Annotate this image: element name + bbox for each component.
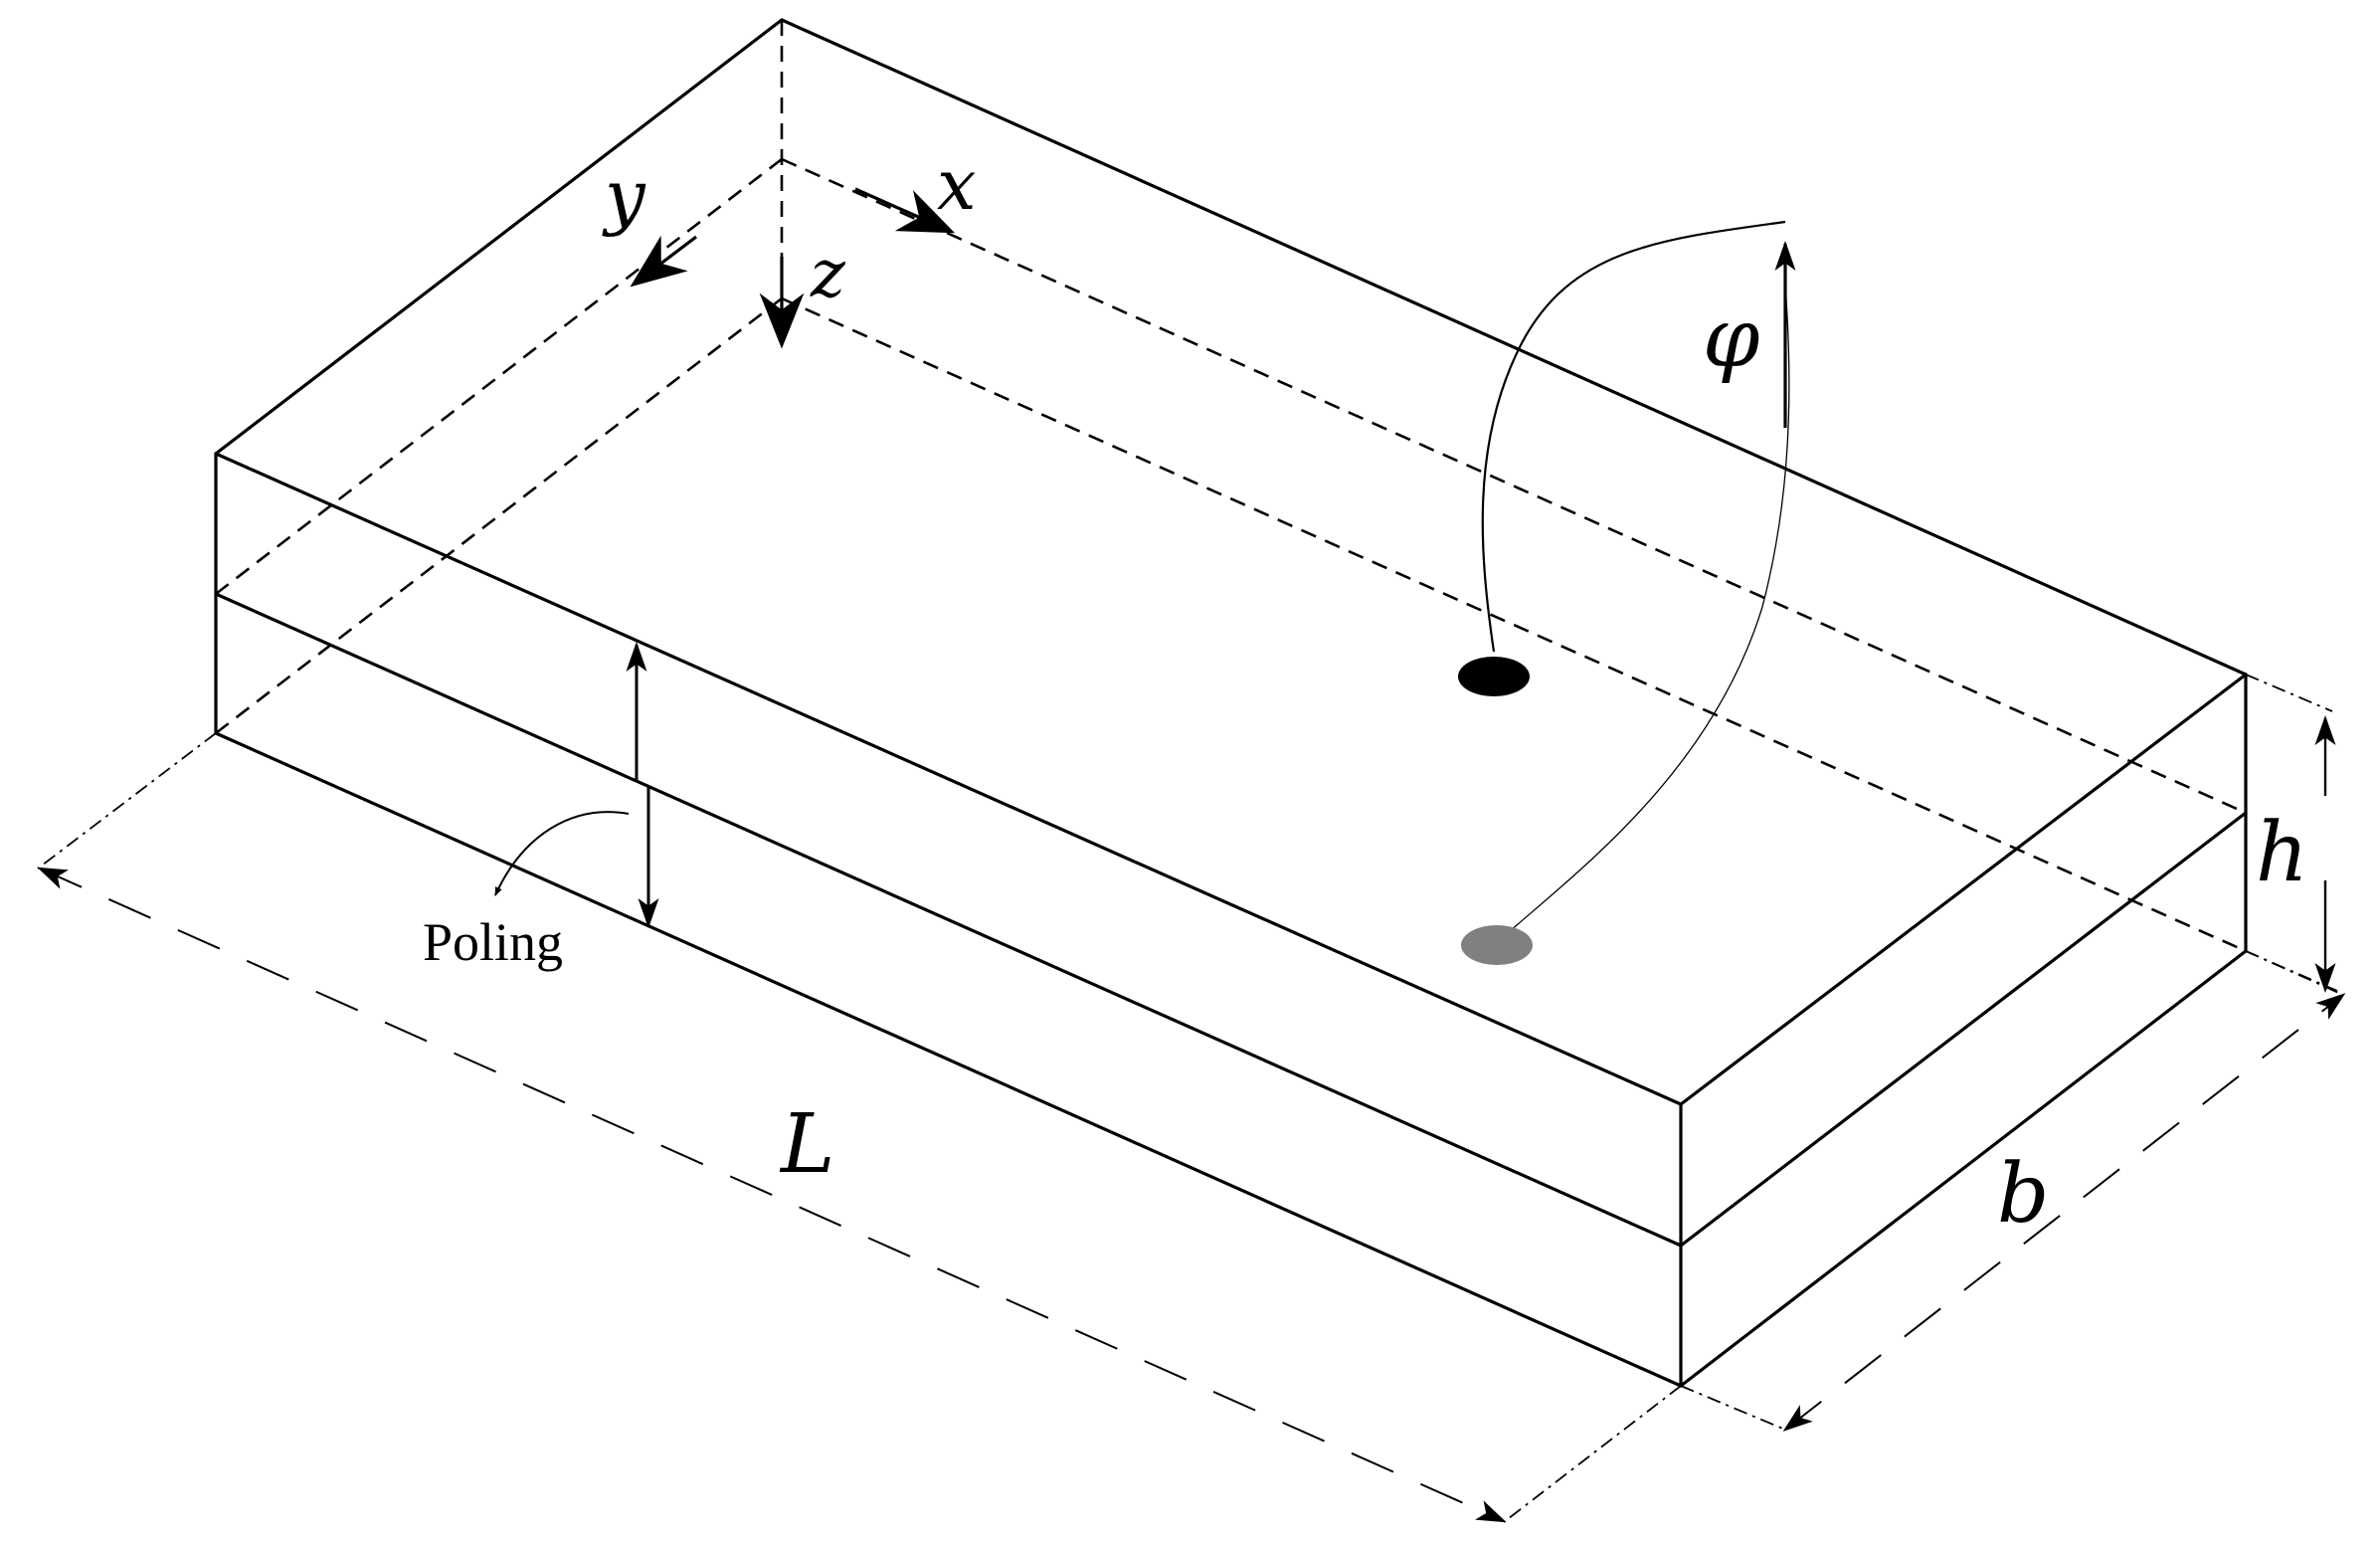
thickness-label: h bbox=[2256, 806, 2308, 900]
y-axis-arrow bbox=[630, 235, 697, 288]
hidden-edges bbox=[215, 20, 2247, 953]
x-axis-arrow bbox=[854, 187, 956, 234]
top-back-edge bbox=[214, 18, 784, 456]
hidden-mid-back-left bbox=[215, 157, 783, 596]
coordinate-axes bbox=[630, 187, 956, 349]
thickness-dimension bbox=[2245, 674, 2338, 993]
top-right-edge bbox=[780, 18, 2248, 676]
beam-outline bbox=[214, 18, 2248, 1388]
length-extension-right bbox=[1503, 1385, 1682, 1523]
bottom-front-right-edge bbox=[1679, 949, 2248, 1388]
wire-to-bottom-electrode bbox=[1499, 283, 1790, 941]
thickness-extension-bottom bbox=[2245, 950, 2338, 992]
top-electrode-dot bbox=[1458, 657, 1530, 696]
length-label: L bbox=[779, 1097, 834, 1192]
potential-phi-label: φ bbox=[1703, 291, 1760, 386]
length-extension-left bbox=[37, 732, 217, 869]
hidden-mid-back-right bbox=[781, 157, 2247, 815]
poling-leader-curve bbox=[494, 811, 630, 896]
width-dimension-line bbox=[1782, 993, 2346, 1432]
length-dimension bbox=[37, 732, 1682, 1523]
hidden-bottom-back-right bbox=[781, 296, 2247, 953]
top-front-long-edge bbox=[214, 452, 1683, 1106]
width-extension-right bbox=[2245, 950, 2344, 996]
axis-x-label: x bbox=[937, 144, 976, 226]
mid-layer-right-line bbox=[1679, 811, 2248, 1248]
hidden-bottom-back-left bbox=[215, 296, 783, 735]
axis-z-label: z bbox=[810, 236, 846, 312]
thickness-extension-top bbox=[2245, 674, 2333, 712]
poling-label: Poling bbox=[423, 912, 563, 972]
poling-indicator bbox=[494, 642, 659, 928]
width-extension-front bbox=[1680, 1385, 1786, 1431]
electrode-wiring bbox=[1481, 220, 1796, 941]
bottom-electrode-dot bbox=[1461, 925, 1533, 965]
length-dimension-line bbox=[37, 867, 1507, 1523]
wire-to-top-electrode bbox=[1481, 220, 1786, 653]
top-front-right-edge bbox=[1679, 673, 2248, 1106]
bottom-front-long-edge bbox=[214, 731, 1683, 1388]
axis-y-label: y bbox=[602, 154, 646, 238]
width-label: b bbox=[1997, 1147, 2050, 1242]
